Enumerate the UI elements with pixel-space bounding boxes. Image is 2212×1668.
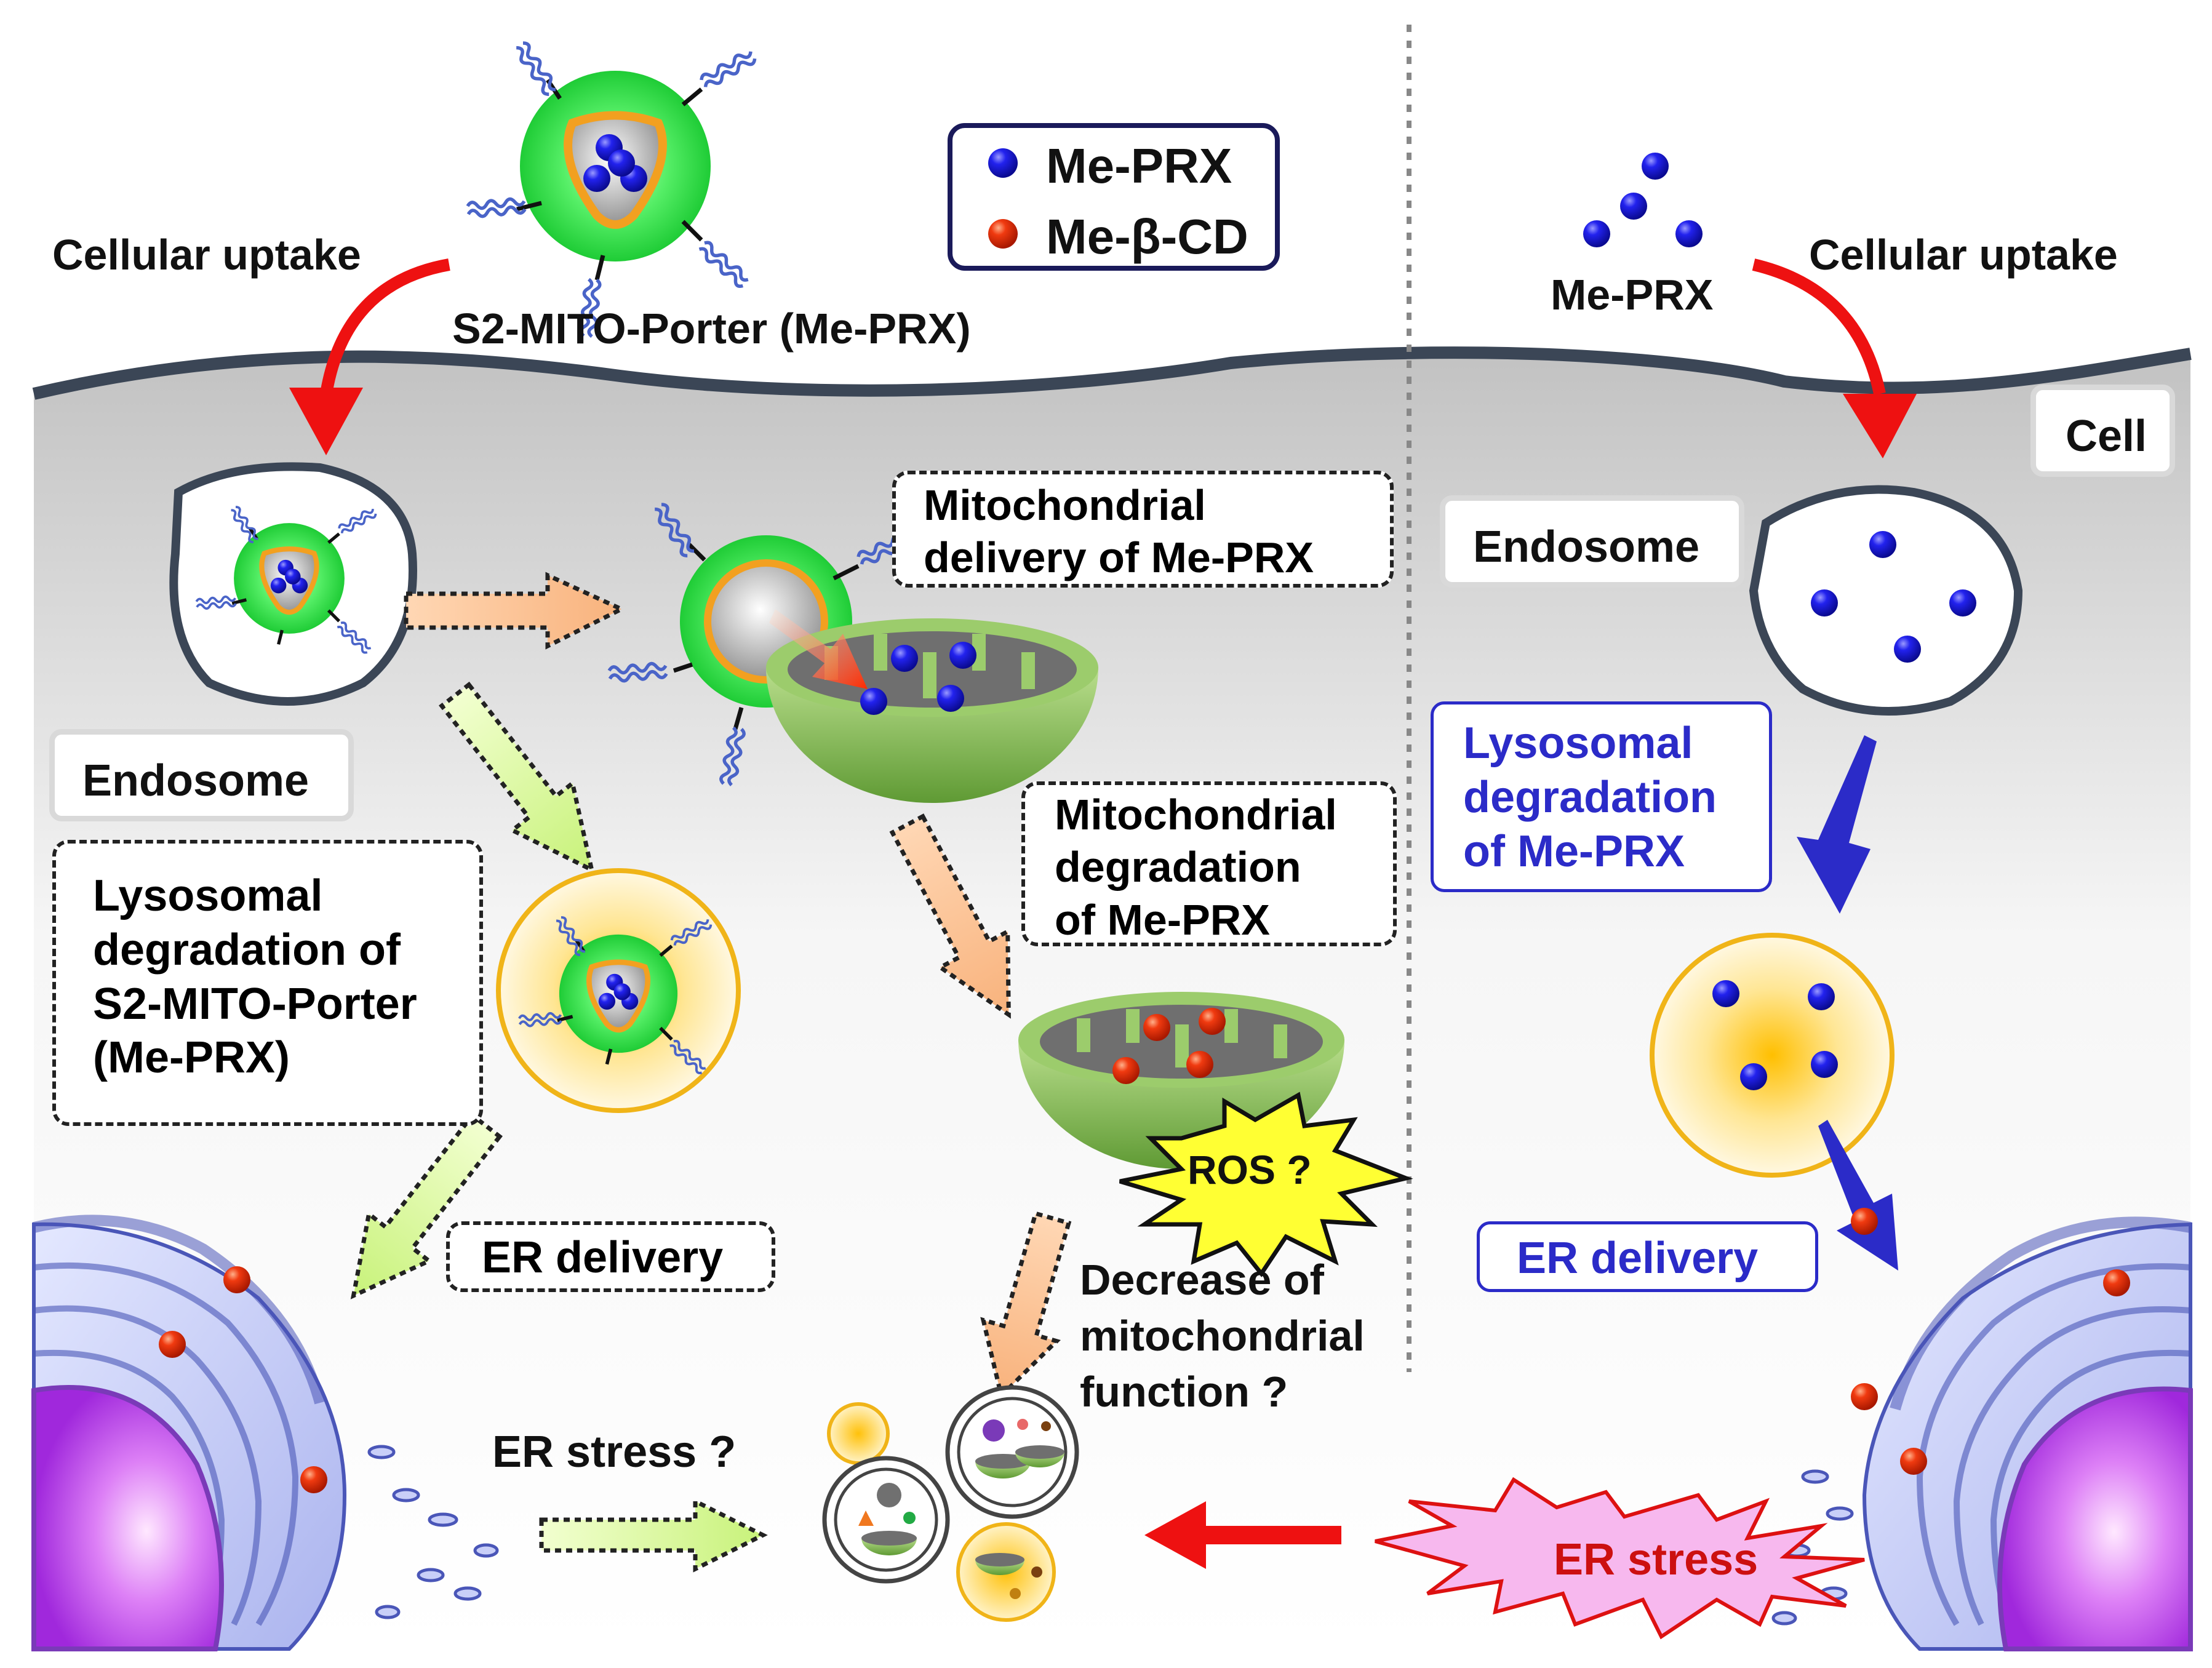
decrease-label: Decrease of mitochondrial function ? <box>1080 1252 1365 1420</box>
autophagy-cluster <box>822 1385 1079 1622</box>
blue-arrow-lyso-to-er <box>1818 1120 1898 1271</box>
s2-mito-porter-particle <box>468 41 757 337</box>
mito-degradation-line-3: of Me-PRX <box>1055 895 1270 944</box>
lysosomal-right-box: Lysosomal degradation of Me-PRX <box>1431 701 1772 892</box>
er-delivery-right-text: ER delivery <box>1517 1234 1759 1283</box>
arrow-endosome-to-mito <box>404 572 627 650</box>
endosome-label-right: Endosome <box>1440 495 1744 588</box>
endosome-right <box>1749 485 2023 716</box>
cell-label: Cell <box>2030 385 2175 477</box>
endosome-label-left: Endosome <box>49 729 354 821</box>
nucleus-right <box>1997 1386 2193 1651</box>
blue-arrow-endosome-to-lyso <box>1797 735 1877 914</box>
legend-swatches <box>988 148 1018 249</box>
nucleus-left <box>31 1385 224 1651</box>
arrow-mito-to-autophagy <box>980 1210 1072 1400</box>
uptake-arrow-right-head <box>1843 394 1917 458</box>
lysosome-right <box>1650 933 1895 1178</box>
uptake-arrow-left-head <box>289 388 363 455</box>
legend-drug-swatch <box>988 148 1018 178</box>
decrease-line-2: mitochondrial <box>1080 1312 1365 1360</box>
right-uptake-label: Cellular uptake <box>1809 231 2118 279</box>
er-delivery-left-box: ER delivery <box>446 1221 775 1292</box>
uptake-arrow-left <box>320 258 450 395</box>
lysosomal-right-line-2: degradation <box>1463 772 1717 822</box>
mitochondrion-delivery <box>766 618 1098 803</box>
arrow-er-to-autophagy <box>539 1498 768 1573</box>
mito-degradation-box: Mitochondrial degradation of Me-PRX <box>1021 781 1397 946</box>
ros-burst <box>1119 1091 1413 1277</box>
left-uptake-label: Cellular uptake <box>52 231 361 279</box>
er-stress-question-label: ER stress ? <box>492 1427 737 1477</box>
endosome-label-right-text: Endosome <box>1473 522 1700 572</box>
free-me-prx <box>1583 153 1703 247</box>
ros-label: ROS ? <box>1188 1147 1312 1192</box>
decrease-line-1: Decrease of <box>1080 1256 1324 1304</box>
mito-degradation-line-2: degradation <box>1055 843 1301 892</box>
lysosomal-right-line-3: of Me-PRX <box>1463 826 1685 876</box>
right-drug-label: Me-PRX <box>1551 271 1714 319</box>
legend-drug-label: Me-PRX <box>1046 138 1232 193</box>
mito-delivery-box: Mitochondrial delivery of Me-PRX <box>892 471 1394 588</box>
carrier-label: S2-MITO-Porter (Me-PRX) <box>452 305 971 353</box>
arrow-erstress-to-autophagy <box>1144 1501 1341 1569</box>
mito-delivery-line-1: Mitochondrial <box>924 481 1206 529</box>
lysosomal-right-line-1: Lysosomal <box>1463 719 1693 768</box>
er-stress-burst <box>1375 1477 1865 1640</box>
decrease-line-3: function ? <box>1080 1368 1288 1416</box>
lysosomal-left-line-2: degradation of <box>93 925 401 975</box>
endosome-label-left-text: Endosome <box>82 756 309 805</box>
arrow-lysosome-to-er <box>350 1112 503 1299</box>
mito-degradation-line-1: Mitochondrial <box>1055 791 1337 839</box>
cell-label-text: Cell <box>2066 412 2147 461</box>
legend-cd-label: Me-β-CD <box>1046 209 1248 264</box>
mito-delivery-line-2: delivery of Me-PRX <box>924 533 1314 582</box>
lysosome-left <box>496 868 741 1113</box>
lysosomal-left-box: Lysosomal degradation of S2-MITO-Porter … <box>52 840 483 1126</box>
lysosomal-left-line-4: (Me-PRX) <box>93 1033 290 1083</box>
uptake-arrow-right <box>1752 258 1886 396</box>
lysosomal-left-line-1: Lysosomal <box>93 871 323 920</box>
delivery-beam-arrow <box>769 609 868 689</box>
lysosomal-left-line-3: S2-MITO-Porter <box>93 979 417 1029</box>
er-delivery-left-text: ER delivery <box>482 1233 724 1282</box>
legend-cd-swatch <box>988 219 1018 249</box>
er-stress-label: ER stress <box>1554 1535 1759 1584</box>
arrow-mito-to-degradation <box>889 813 1011 1019</box>
endosome-left <box>169 462 417 706</box>
arrow-endosome-to-lysosome <box>439 681 595 874</box>
er-delivery-right-box: ER delivery <box>1477 1221 1818 1292</box>
